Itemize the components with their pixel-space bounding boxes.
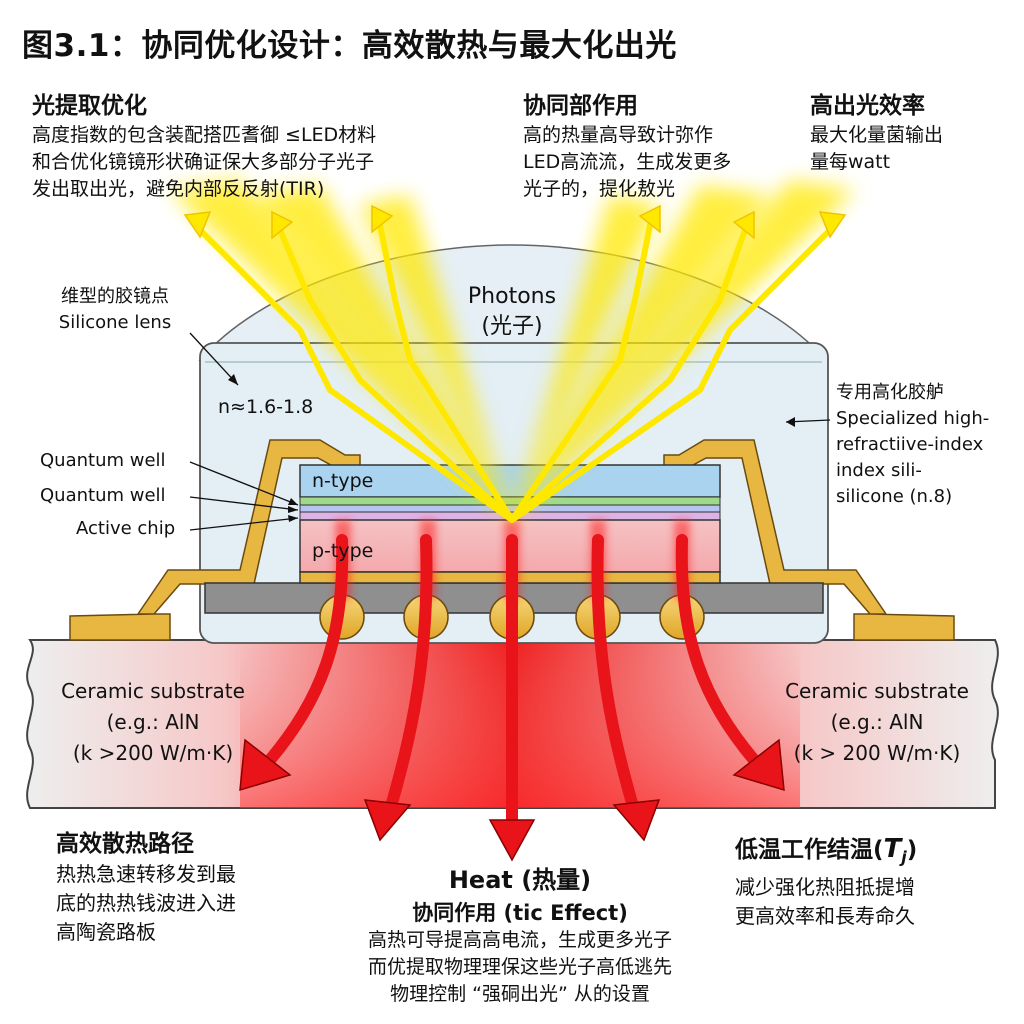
junction-temp-symbol: T bbox=[883, 834, 902, 864]
encapsulant-label-line: index sili- bbox=[836, 460, 922, 481]
heat-arrows bbox=[264, 534, 760, 836]
heat-path-line: 高陶瓷路板 bbox=[56, 920, 156, 944]
quantum-well-label: Quantum well bbox=[40, 450, 166, 471]
photon-rays bbox=[197, 222, 833, 523]
photons-label-en: Photons bbox=[467, 284, 557, 309]
leader-line bbox=[189, 517, 299, 531]
quantum-well-green bbox=[299, 496, 721, 506]
heat-arrow bbox=[384, 534, 433, 816]
light-extraction-line: 发出取出光，避免内部反反射(TIR) bbox=[32, 178, 325, 200]
heat-heading: Heat (热量) bbox=[448, 866, 592, 894]
photon-ray bbox=[509, 227, 748, 523]
arrow-up-icon bbox=[638, 204, 661, 234]
arrow-up-icon bbox=[818, 211, 847, 239]
photon-arrowheads bbox=[183, 204, 847, 240]
photon-ray bbox=[509, 222, 653, 523]
photon-ray bbox=[197, 227, 515, 523]
synergy-line: LED高流流，生成发更多 bbox=[523, 151, 732, 173]
lens-label-cn: 维型的胶镜点 bbox=[61, 286, 169, 307]
leader-line bbox=[189, 332, 239, 386]
photon-ray bbox=[509, 227, 833, 523]
synergy-line: 光子的，提化敖光 bbox=[523, 178, 676, 200]
substrate-right-line: (e.g.: AlN bbox=[830, 710, 924, 734]
heat-arrow bbox=[675, 534, 760, 766]
light-extraction-line: 高度指数的包含装配搭匹耆御 ≤LED材料 bbox=[32, 124, 377, 146]
leader-lines bbox=[189, 332, 831, 531]
synergy-line: 高的热量高导致计弥作 bbox=[523, 124, 714, 146]
substrate-label-left: Ceramic substrate (e.g.: AlN (k >200 W/m… bbox=[40, 676, 266, 769]
substrate-left-line: (e.g.: AlN bbox=[106, 710, 200, 734]
arrow-down-red-icon bbox=[363, 799, 412, 842]
encapsulant-label-line: silicone (n.8) bbox=[836, 486, 953, 507]
heat-path-block: 高效散热路径 热热急速转移发到最 底的热热钱波进入进 高陶瓷路板 bbox=[56, 824, 236, 947]
substrate-right-line: (k > 200 W/m·K) bbox=[793, 741, 961, 765]
arrow-up-icon bbox=[271, 210, 294, 240]
arrow-down-red-icon bbox=[612, 799, 661, 842]
photon-ray bbox=[277, 227, 515, 523]
synergy-block: 协同部作用 高的热量高导致计弥作 LED高流流，生成发更多 光子的，提化敖光 bbox=[523, 86, 731, 203]
photon-ray bbox=[377, 222, 515, 523]
refractive-index-label: n≈1.6-1.8 bbox=[218, 396, 314, 418]
quantum-well-blue bbox=[299, 504, 721, 513]
lens-label-en: Silicone lens bbox=[58, 312, 172, 333]
junction-temp-block: 低温工作结温(Tj) 减少强化热阻抵提增 更高效率和長寿命久 bbox=[735, 830, 917, 931]
arrow-up-icon bbox=[732, 210, 755, 240]
heat-synergy-line: 高热可导提高高电流，生成更多光子 bbox=[367, 929, 672, 951]
encapsulant-label: 专用高化胶舻 Specialized high- refractiive-ind… bbox=[836, 380, 989, 510]
arrow-down-red-icon bbox=[239, 738, 292, 792]
active-chip-label: Active chip bbox=[76, 518, 176, 539]
heat-synergy-heading: 协同作用 (tic Effect) bbox=[412, 901, 628, 925]
arrow-down-red-icon bbox=[732, 738, 785, 792]
junction-temp-subscript: j bbox=[901, 847, 907, 867]
lens-label: 维型的胶镜点 Silicone lens bbox=[30, 284, 200, 336]
encapsulant-label-line: Specialized high- bbox=[836, 408, 990, 429]
light-extraction-heading: 光提取优化 bbox=[32, 93, 147, 119]
p-type-label: p-type bbox=[312, 540, 374, 562]
heat-arrowheads bbox=[239, 738, 785, 862]
photons-label: Photons (光子) bbox=[432, 282, 592, 342]
heat-synergy-line: 物理控制 “强硐出光” 从的设置 bbox=[390, 983, 650, 1005]
efficiency-line: 最大化量菌输出 bbox=[810, 124, 944, 146]
arrow-up-icon bbox=[183, 211, 212, 239]
light-extraction-line: 和合优化镜镜形状确证保大多部分子光子 bbox=[32, 151, 375, 173]
heat-arrow bbox=[591, 534, 640, 816]
leader-line bbox=[189, 496, 299, 511]
efficiency-line: 量每watt bbox=[810, 151, 891, 173]
substrate-right-line: Ceramic substrate bbox=[785, 679, 969, 703]
heat-path-line: 底的热热钱波进入进 bbox=[56, 891, 236, 915]
quantum-well-label-2: Quantum well bbox=[40, 485, 166, 506]
photon-glow bbox=[170, 180, 855, 520]
photons-label-cn: (光子) bbox=[481, 314, 543, 339]
junction-temp-line: 更高效率和長寿命久 bbox=[735, 903, 915, 928]
heat-path-line: 热热急速转移发到最 bbox=[56, 862, 236, 886]
heat-path-heading: 高效散热路径 bbox=[56, 831, 194, 857]
heat-arrow bbox=[264, 534, 349, 766]
substrate-left-line: (k >200 W/m·K) bbox=[72, 741, 234, 765]
substrate-label-right: Ceramic substrate (e.g.: AlN (k > 200 W/… bbox=[764, 676, 990, 769]
substrate-heat-glow bbox=[240, 640, 800, 808]
junction-temp-line: 减少强化热阻抵提增 bbox=[735, 874, 915, 899]
arrow-up-icon bbox=[371, 204, 394, 234]
page-title: 图3.1：协同优化设计：高效散热与最大化出光 bbox=[22, 28, 677, 64]
leader-line bbox=[189, 461, 299, 506]
efficiency-block: 高出光效率 最大化量菌输出 量每watt bbox=[810, 86, 943, 176]
encapsulant-label-cn: 专用高化胶舻 bbox=[836, 382, 944, 403]
synergy-heading: 协同部作用 bbox=[523, 93, 638, 119]
junction-temp-heading-text: 低温工作结温( bbox=[735, 837, 884, 863]
efficiency-heading: 高出光效率 bbox=[810, 93, 925, 119]
n-type-label: n-type bbox=[312, 470, 374, 492]
arrow-down-red-icon bbox=[488, 819, 536, 862]
encapsulant-label-line: refractiive-index bbox=[836, 434, 984, 455]
junction-temp-heading: 低温工作结温(Tj) bbox=[735, 830, 917, 867]
junction-temp-close: ) bbox=[906, 837, 918, 863]
light-extraction-block: 光提取优化 高度指数的包含装配搭匹耆御 ≤LED材料 和合优化镜镜形状确证保大多… bbox=[32, 86, 376, 203]
leader-arrowheads bbox=[228, 374, 795, 522]
heat-synergy-block: Heat (热量) 协同作用 (tic Effect) 高热可导提高高电流，生成… bbox=[310, 860, 730, 1008]
heat-synergy-line: 而优提取物理理保这些光子高低逃先 bbox=[367, 956, 672, 978]
substrate-left-line: Ceramic substrate bbox=[61, 679, 245, 703]
